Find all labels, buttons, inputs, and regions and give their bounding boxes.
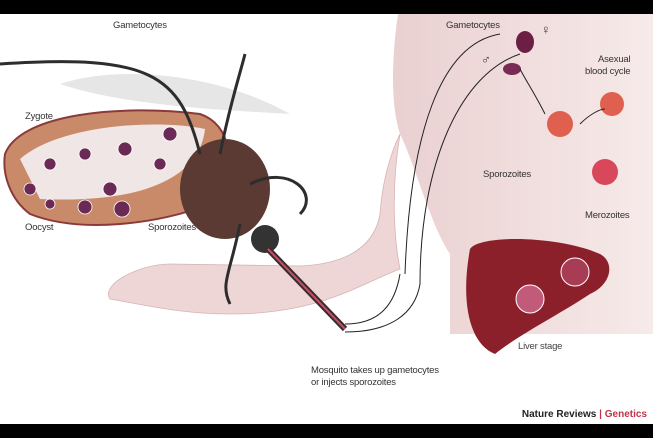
label-sporozoites-mosquito: Sporozoites [148,222,196,233]
label-gametocytes-mosquito: Gametocytes [113,20,167,31]
human-arm [108,133,401,315]
red-blood-cell [600,92,624,116]
mosquito-head [251,225,279,253]
journal-section: Genetics [604,409,647,420]
credit-separator: | [599,409,602,420]
male-symbol: ♂ [481,52,491,67]
label-asexual: Asexual [598,54,631,65]
journal-credit: Nature Reviews | Genetics [522,409,647,420]
label-zygote: Zygote [25,111,53,122]
diagram-canvas: Gametocytes Zygote Oocyst Sporozoites Ga… [0,14,653,424]
malaria-life-cycle-illustration [0,14,653,354]
label-liver-stage: Liver stage [518,341,563,352]
caption-line-2: or injects sporozoites [311,377,396,388]
label-gametocytes-human: Gametocytes [446,20,500,31]
caption-line-1: Mosquito takes up gametocytes [311,365,439,376]
label-sporozoites-human: Sporozoites [483,169,531,180]
red-blood-cell [547,111,573,137]
label-merozoites: Merozoites [585,210,630,221]
mosquito-thorax [180,139,270,239]
label-oocyst: Oocyst [25,222,54,233]
female-symbol: ♀ [541,22,551,37]
red-blood-cell [592,159,618,185]
journal-name: Nature Reviews [521,409,597,420]
label-blood-cycle: blood cycle [585,66,631,77]
